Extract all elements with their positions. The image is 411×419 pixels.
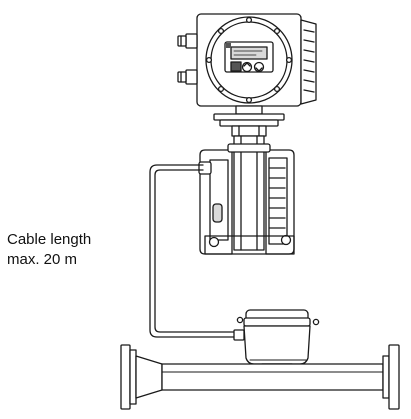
cable-gland-icon [177,69,198,85]
flow-sensor-pipe [120,344,400,410]
caption-line-1: Cable length [7,231,92,248]
connecting-cable [149,164,235,338]
transmitter-housing [177,13,317,137]
sensor-connection-housing [233,309,320,371]
cooling-ribs [300,19,317,105]
cable-length-caption: Cable length max. 20 m [7,230,91,270]
cable-gland-icon [177,33,198,49]
bezel-bolts [205,16,293,104]
caption-line-2: max. 20 m [7,251,78,268]
mounting-bracket [198,135,295,255]
operating-keys [230,61,265,73]
